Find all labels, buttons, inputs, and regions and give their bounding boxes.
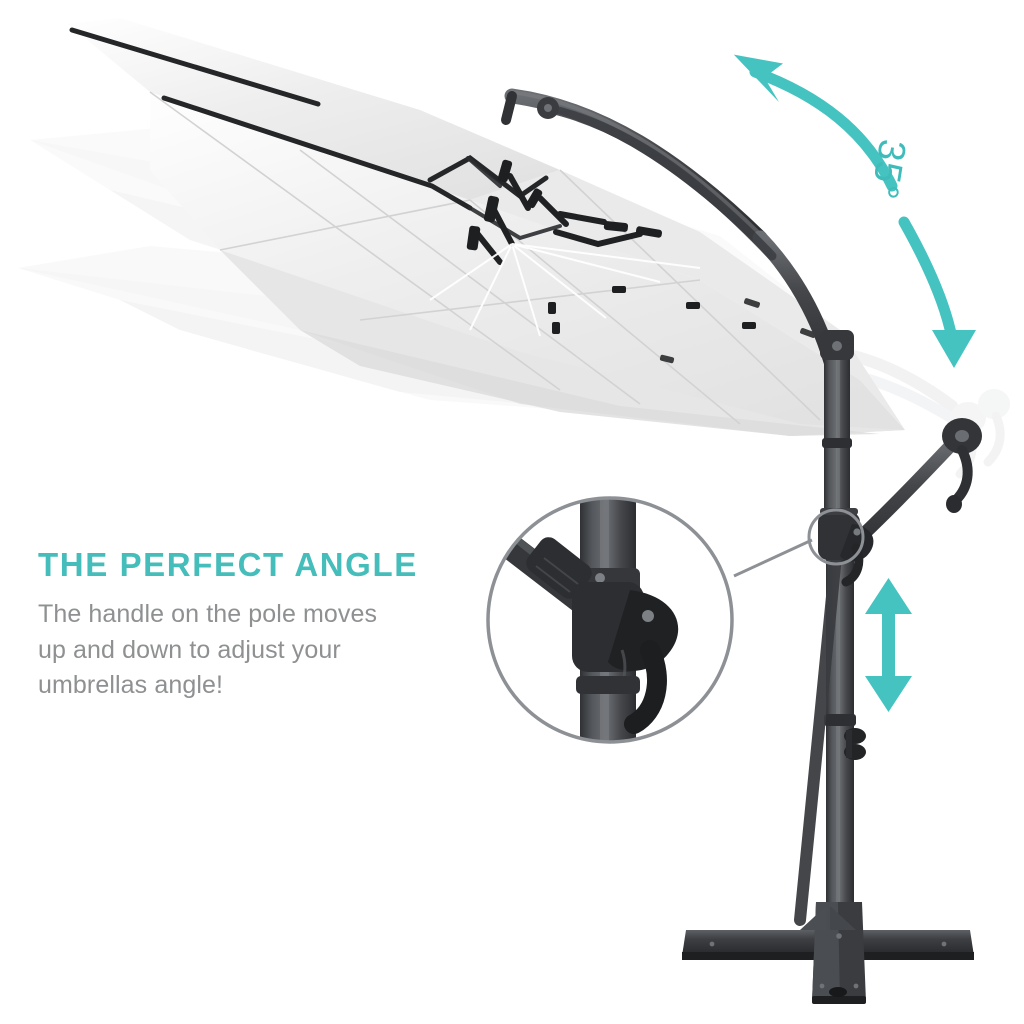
canopy-seams — [149, 91, 821, 425]
arm-pole-mount — [820, 330, 854, 360]
cross-base — [682, 902, 974, 1004]
feature-text-block: THE PERFECT ANGLE The handle on the pole… — [38, 548, 468, 704]
canopy-clips — [659, 298, 816, 364]
crank-hub — [942, 418, 982, 454]
cantilever-arm — [501, 88, 844, 388]
tilt-handle-lever — [818, 508, 874, 587]
description-line-3: umbrellas angle! — [38, 671, 224, 699]
umbrella-canopy — [68, 18, 905, 436]
description-line-1: The handle on the pole moves — [38, 600, 378, 628]
handle-detail-callout — [486, 496, 734, 744]
callout-leader — [733, 508, 865, 578]
magnifier-ring — [486, 496, 734, 744]
arm-elbow-joint — [537, 97, 559, 119]
description-line-2: up and down to adjust your — [38, 635, 341, 664]
feature-description: The handle on the pole moves up and down… — [38, 597, 468, 704]
canopy-hub-ribs — [429, 159, 756, 337]
pole-knobs — [844, 728, 866, 760]
canopy-ribs-dark — [69, 27, 549, 211]
page-title: THE PERFECT ANGLE — [38, 546, 418, 583]
tilt-range-arc-arrow — [733, 54, 976, 368]
handle-travel-arrow — [865, 578, 912, 712]
pole-collars — [822, 438, 856, 726]
